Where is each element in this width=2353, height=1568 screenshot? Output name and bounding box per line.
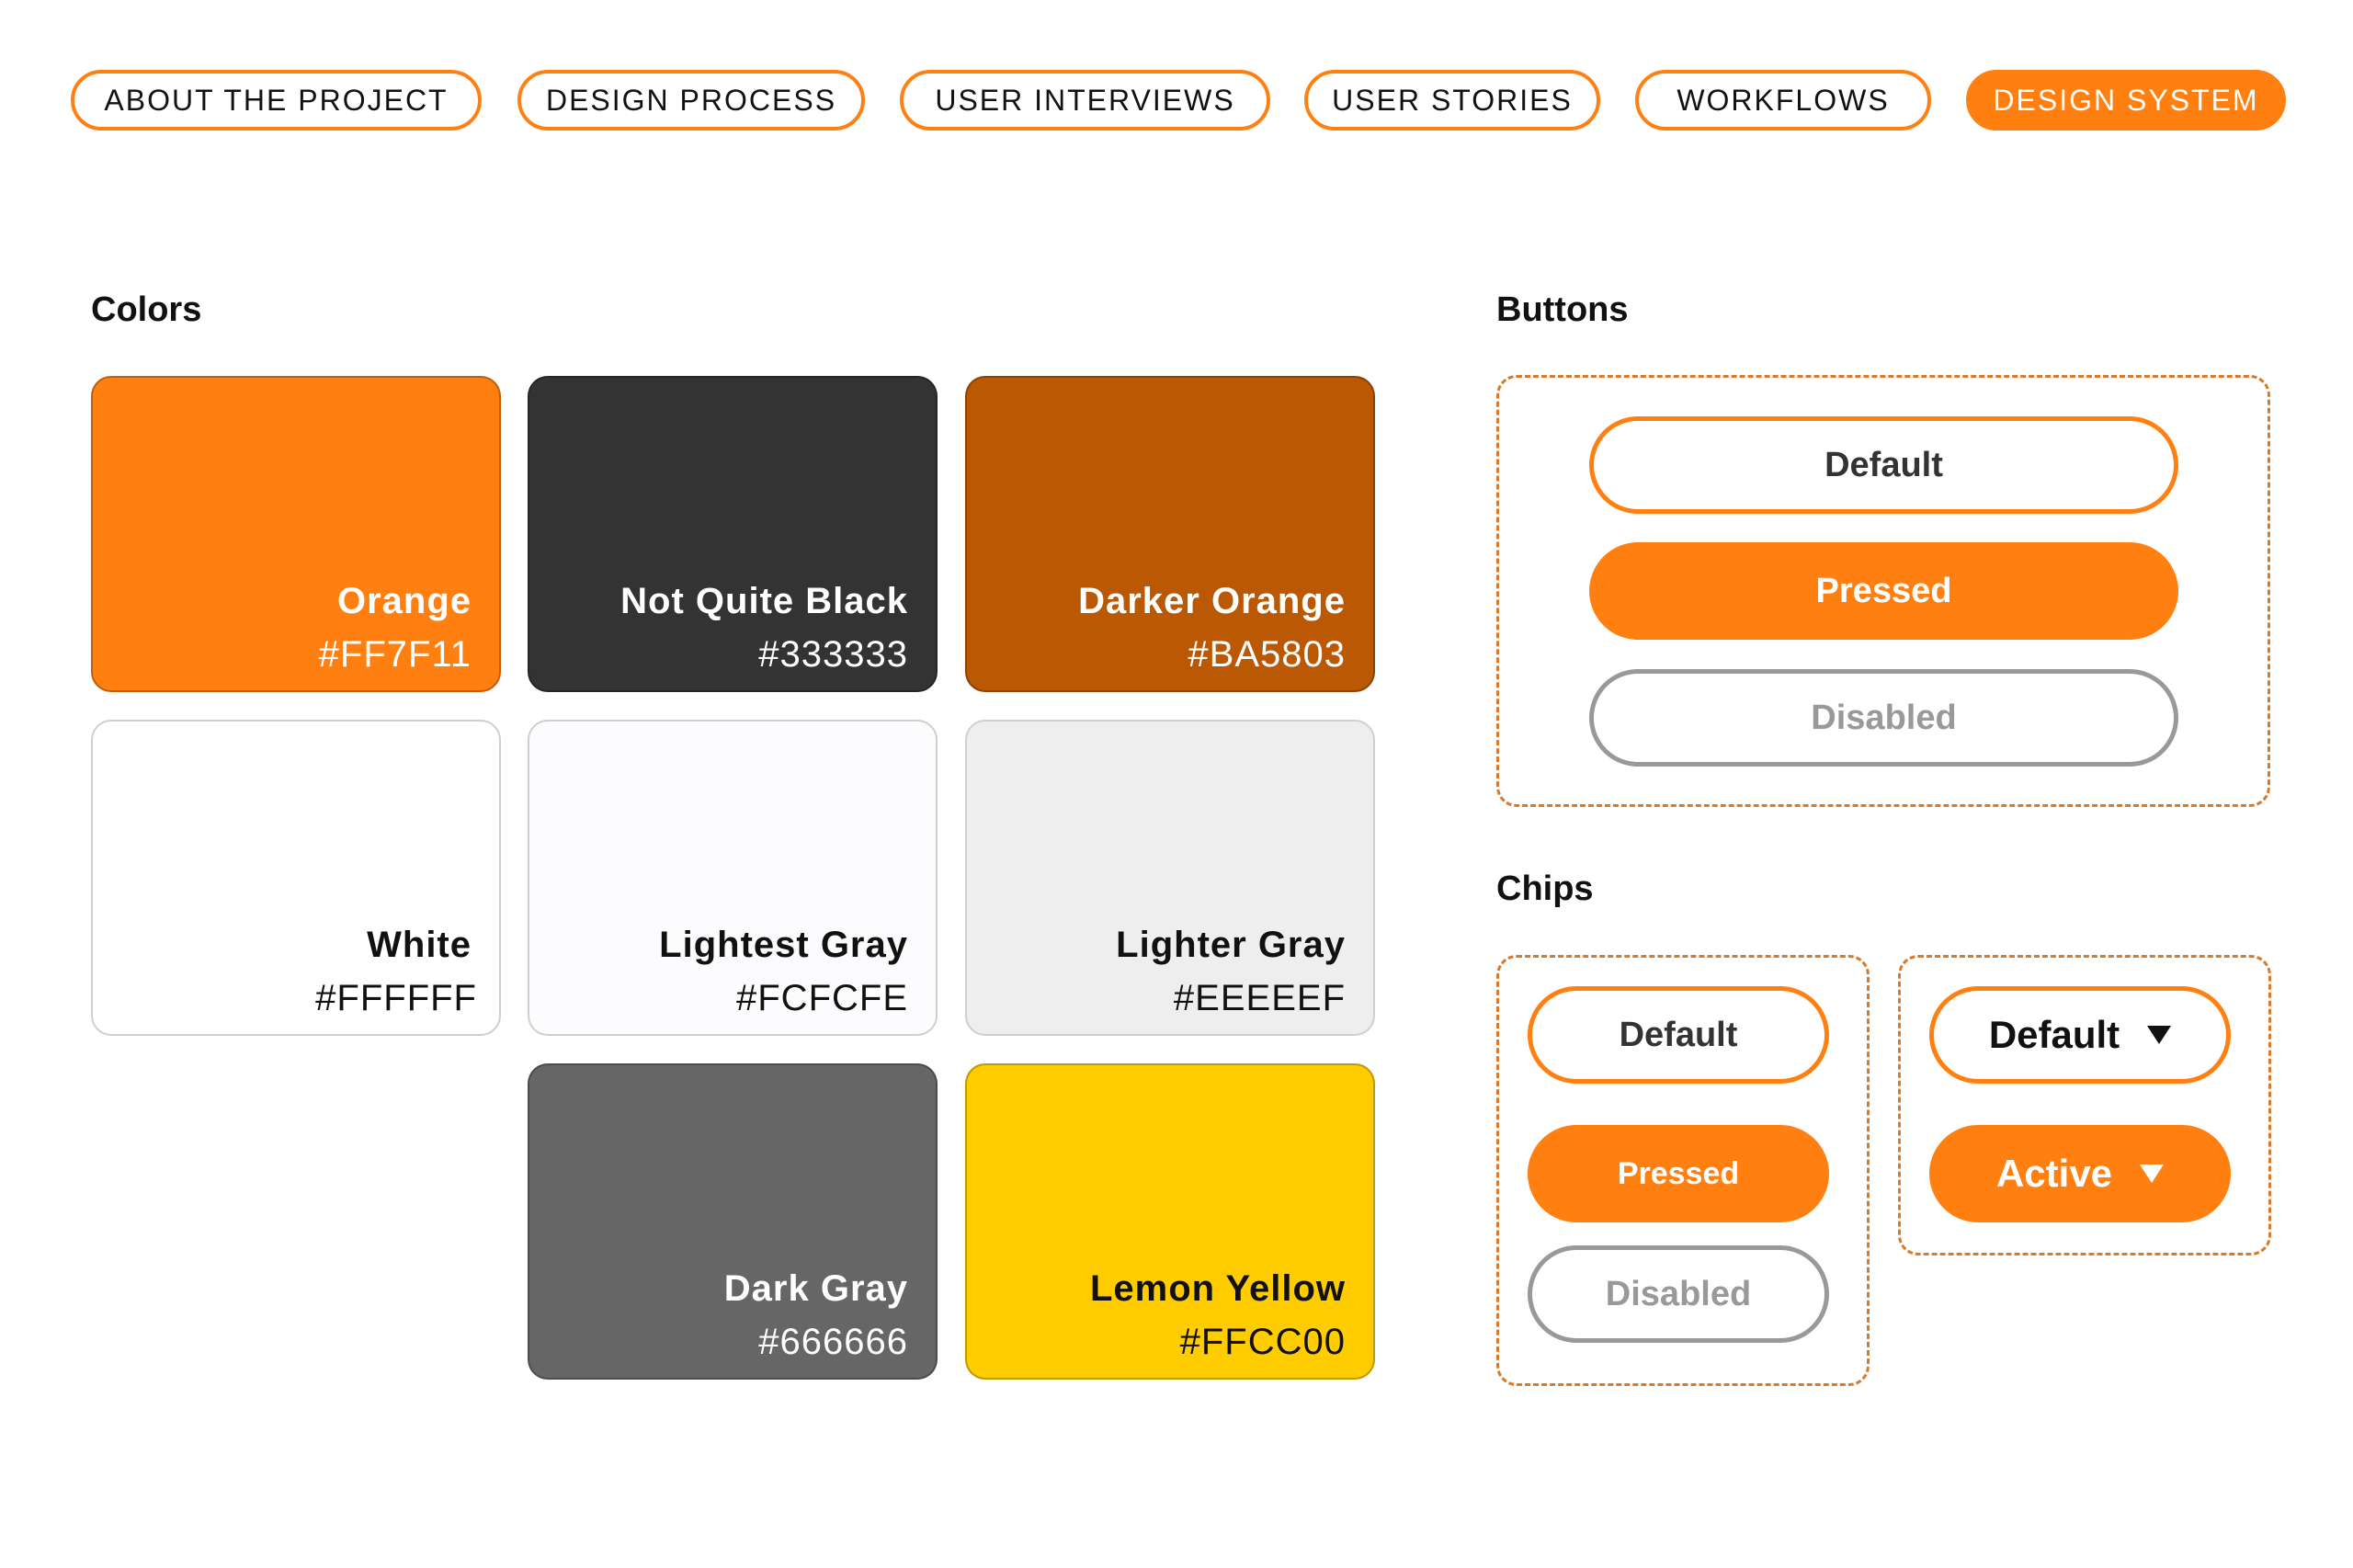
- swatch-name: Lemon Yellow: [1090, 1268, 1346, 1309]
- swatch-hex: #BA5803: [1188, 634, 1346, 675]
- top-navigation: ABOUT THE PROJECT DESIGN PROCESS USER IN…: [0, 70, 2353, 134]
- chip-default[interactable]: Default: [1528, 986, 1829, 1084]
- swatch-dark-gray: Dark Gray #666666: [528, 1063, 938, 1380]
- swatch-not-quite-black: Not Quite Black #333333: [528, 376, 938, 692]
- dropdown-chip-label: Default: [1988, 1013, 2120, 1056]
- swatch-hex: #EEEEEF: [1173, 978, 1346, 1018]
- chip-pressed[interactable]: Pressed: [1528, 1125, 1829, 1222]
- nav-about-the-project[interactable]: ABOUT THE PROJECT: [71, 70, 482, 131]
- caret-down-icon: [2147, 1026, 2172, 1044]
- colors-heading: Colors: [91, 290, 202, 329]
- nav-design-process[interactable]: DESIGN PROCESS: [517, 70, 865, 131]
- buttons-panel: [1496, 375, 2270, 807]
- dropdown-chip-active[interactable]: Active: [1929, 1125, 2231, 1222]
- button-default[interactable]: Default: [1589, 416, 2178, 514]
- dropdown-chip-default[interactable]: Default: [1929, 986, 2231, 1084]
- swatch-hex: #FFFFFF: [315, 978, 477, 1018]
- caret-down-icon: [2140, 1165, 2165, 1183]
- nav-workflows[interactable]: WORKFLOWS: [1635, 70, 1931, 131]
- swatch-white: White #FFFFFF: [91, 720, 501, 1036]
- swatch-darker-orange: Darker Orange #BA5803: [965, 376, 1375, 692]
- swatch-hex: #FFCC00: [1179, 1322, 1346, 1362]
- swatch-hex: #666666: [758, 1322, 908, 1362]
- swatch-name: Lighter Gray: [1116, 925, 1346, 965]
- swatch-hex: #FF7F11: [318, 634, 472, 675]
- chip-disabled: Disabled: [1528, 1245, 1829, 1343]
- nav-user-stories[interactable]: USER STORIES: [1304, 70, 1600, 131]
- swatch-name: Not Quite Black: [620, 581, 908, 621]
- swatch-name: Darker Orange: [1078, 581, 1346, 621]
- swatch-hex: #333333: [758, 634, 908, 675]
- chips-panel: [1496, 955, 1870, 1386]
- swatch-name: Dark Gray: [723, 1268, 908, 1309]
- dropdown-chips-panel: [1898, 955, 2271, 1256]
- swatch-name: Orange: [336, 581, 472, 621]
- chips-heading: Chips: [1496, 869, 1594, 908]
- swatch-lemon-yellow: Lemon Yellow #FFCC00: [965, 1063, 1375, 1380]
- swatch-orange: Orange #FF7F11: [91, 376, 501, 692]
- swatch-name: White: [367, 925, 472, 965]
- nav-design-system[interactable]: DESIGN SYSTEM: [1966, 70, 2286, 131]
- button-disabled: Disabled: [1589, 669, 2178, 767]
- button-pressed[interactable]: Pressed: [1589, 542, 2178, 640]
- buttons-heading: Buttons: [1496, 290, 1629, 329]
- dropdown-chip-label: Active: [1995, 1152, 2113, 1195]
- swatch-lightest-gray: Lightest Gray #FCFCFE: [528, 720, 938, 1036]
- nav-user-interviews[interactable]: USER INTERVIEWS: [900, 70, 1270, 131]
- swatch-hex: #FCFCFE: [736, 978, 908, 1018]
- swatch-name: Lightest Gray: [659, 925, 908, 965]
- swatch-lighter-gray: Lighter Gray #EEEEEF: [965, 720, 1375, 1036]
